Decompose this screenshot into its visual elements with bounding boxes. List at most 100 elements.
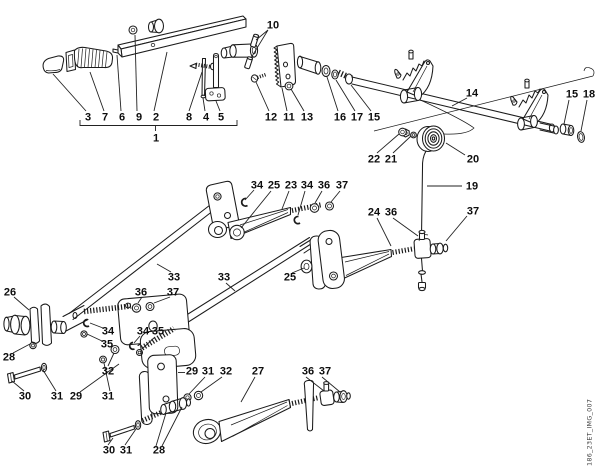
callout-19: 19	[466, 181, 478, 193]
cap-nut	[153, 18, 165, 34]
nut-icon	[398, 127, 407, 137]
callout-11: 11	[283, 112, 295, 124]
callout-7: 7	[102, 112, 108, 124]
link-rod-upper	[68, 202, 217, 321]
bell-crank	[3, 303, 89, 350]
control-cable	[373, 67, 595, 135]
upper-turnbuckle-link	[205, 180, 335, 241]
callout-4: 4	[203, 112, 210, 124]
washer-icon	[331, 69, 339, 80]
callout-26: 26	[4, 287, 16, 299]
anchor-strap	[303, 379, 315, 432]
shaft-nut-washer	[398, 127, 407, 137]
callout-14: 14	[466, 88, 479, 100]
snap-ring-icon	[293, 215, 301, 225]
callout-34: 34	[301, 180, 314, 192]
callout-33: 33	[168, 272, 180, 284]
callout-6: 6	[119, 112, 125, 124]
callout-24: 24	[368, 207, 381, 219]
callout-30: 30	[19, 391, 31, 403]
callout-16: 16	[334, 112, 346, 124]
callout-18: 18	[583, 89, 595, 101]
washer-icon	[321, 64, 331, 78]
sector-arm	[394, 49, 434, 104]
washer-icon	[229, 224, 245, 241]
callout-20: 20	[467, 154, 479, 166]
cable-pulley	[401, 125, 446, 153]
callout-10: 10	[267, 20, 279, 32]
callout-31: 31	[120, 445, 132, 457]
callout-35: 35	[101, 339, 113, 351]
figure-id-watermark: 186_23ET_IMG_007	[586, 399, 594, 466]
snap-ring-icon	[128, 341, 135, 351]
lift-arm-27	[192, 379, 351, 445]
callout-34: 34	[251, 180, 264, 192]
callout-15: 15	[566, 89, 578, 101]
sector-arm	[510, 78, 549, 131]
sector-plate	[250, 42, 297, 91]
callout-34: 34	[137, 326, 150, 338]
callout-32: 32	[102, 366, 114, 378]
bushing-icon	[559, 123, 567, 135]
knob-cap	[42, 55, 65, 74]
callout-22: 22	[368, 154, 380, 166]
callout-30: 30	[103, 445, 115, 457]
ring-icon	[576, 131, 586, 143]
link-plate	[317, 229, 345, 289]
callout-2: 2	[153, 112, 159, 124]
bolt-left	[6, 362, 48, 384]
callout-36: 36	[302, 366, 314, 378]
nut-icon	[344, 73, 354, 85]
callout-8: 8	[186, 112, 192, 124]
threaded-adjuster	[80, 301, 155, 364]
callout-36: 36	[135, 287, 147, 299]
nut-icon	[309, 203, 320, 213]
callout-29: 29	[186, 366, 198, 378]
callout-37: 37	[336, 180, 348, 192]
stud	[112, 48, 119, 54]
callout-37: 37	[319, 366, 331, 378]
callout-3: 3	[85, 112, 91, 124]
callout-21: 21	[385, 154, 397, 166]
callout-13: 13	[301, 112, 313, 124]
leader-lines	[11, 29, 588, 447]
cross-shaft	[296, 49, 586, 143]
callout-31: 31	[202, 366, 214, 378]
lever-tube	[117, 15, 247, 50]
cable-anchor-bolt	[319, 381, 351, 406]
callout-15: 15	[368, 112, 380, 124]
callout-5: 5	[218, 112, 224, 124]
bolt-bottom-chain	[102, 397, 192, 443]
callout-32: 32	[220, 366, 232, 378]
callout-33: 33	[218, 272, 230, 284]
callout-9: 9	[136, 112, 142, 124]
callout-28: 28	[153, 445, 165, 457]
callout-17: 17	[351, 112, 363, 124]
lift-cable	[420, 150, 427, 237]
callout-31: 31	[102, 391, 114, 403]
callout-34: 34	[102, 326, 115, 338]
grip	[73, 46, 114, 69]
washer-icon	[300, 259, 313, 274]
callout-25: 25	[268, 180, 280, 192]
washer-icon	[324, 201, 335, 211]
callout-29: 29	[70, 391, 82, 403]
callout-28: 28	[3, 352, 15, 364]
callout-12: 12	[265, 112, 277, 124]
bracket-5	[204, 52, 226, 102]
callout-37: 37	[467, 206, 479, 218]
screw-12	[250, 72, 267, 83]
callout-37: 37	[167, 287, 179, 299]
hand-lever-assembly	[42, 15, 260, 102]
snap-ring-icon	[82, 318, 90, 328]
mounting-plate-bottom	[138, 354, 204, 426]
roll-pins-10	[244, 33, 260, 70]
callout-25: 25	[284, 272, 296, 284]
callout-36: 36	[385, 207, 397, 219]
nut-13	[284, 81, 294, 91]
middle-link	[299, 229, 415, 290]
snap-ring-icon	[240, 197, 248, 207]
